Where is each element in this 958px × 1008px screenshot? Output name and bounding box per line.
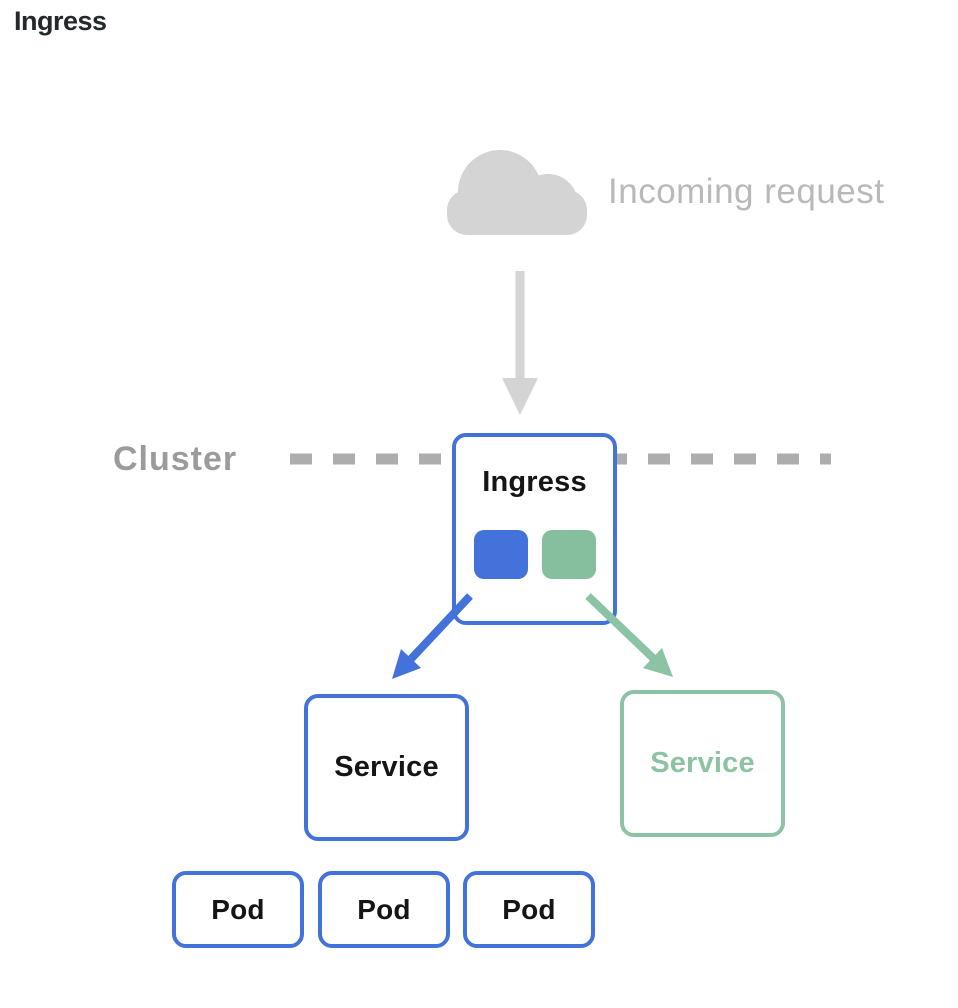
incoming-request-label: Incoming request [608,172,885,211]
blue-route-arrow-icon [392,593,473,679]
service-node-label: Service [334,751,439,783]
ingress-node: Ingress [452,433,617,625]
pod-node: Pod [318,871,450,948]
cluster-label: Cluster [113,440,238,478]
ingress-backends [473,530,596,579]
blue-backend-square [473,530,528,579]
cloud-icon [447,150,587,235]
service-node-green: Service [620,690,785,837]
pod-node: Pod [463,871,595,948]
pod-node-label: Pod [211,893,265,925]
page-title: Ingress [14,6,107,36]
pod-node-label: Pod [502,893,556,925]
ingress-node-label: Ingress [482,466,587,498]
green-backend-square [541,530,596,579]
green-route-arrow-icon [585,593,673,677]
down-arrow-icon [502,271,538,415]
service-node-blue: Service [304,694,469,841]
service-node-label: Service [650,747,755,779]
pod-node-label: Pod [357,893,411,925]
pod-node: Pod [172,871,304,948]
